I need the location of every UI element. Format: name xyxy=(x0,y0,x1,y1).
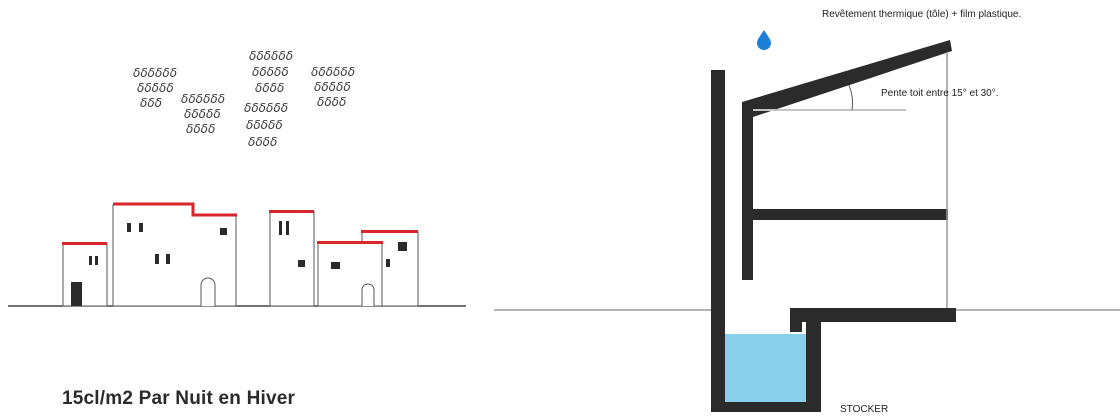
window xyxy=(298,260,305,267)
tank-floor xyxy=(711,402,821,412)
window xyxy=(139,223,143,232)
roof-trim xyxy=(113,202,237,217)
rain-drops: δδδδ xyxy=(255,81,284,95)
window xyxy=(155,254,159,264)
window xyxy=(89,256,92,265)
rain-drops: δδδδδ xyxy=(252,65,289,79)
village xyxy=(62,202,419,307)
rain-drops: δδδδδδ xyxy=(181,92,225,106)
inner-wall xyxy=(742,102,753,280)
store-annotation: STOCKER xyxy=(840,404,888,415)
window xyxy=(331,262,340,269)
arched-door xyxy=(361,283,375,306)
window xyxy=(166,254,170,264)
window xyxy=(95,256,98,265)
door xyxy=(71,282,82,306)
rain-drops: δδδδ xyxy=(248,135,277,149)
slope-angle-arc xyxy=(848,84,854,111)
window xyxy=(398,242,407,251)
rain-drops: δδδδδδ xyxy=(244,101,288,115)
water-tank xyxy=(725,334,806,402)
window xyxy=(386,259,390,267)
ground-slab xyxy=(790,308,956,322)
rain-drops: δδδδδδ xyxy=(249,49,293,63)
middle-floor xyxy=(742,209,948,220)
rain-drops: δδδδδ xyxy=(314,80,351,94)
rain-drops: δδδδδ xyxy=(137,81,174,95)
rain-drops: δδδδδδ xyxy=(311,65,355,79)
slab-lip xyxy=(790,308,802,332)
window xyxy=(279,221,282,235)
window xyxy=(127,223,131,232)
window xyxy=(220,228,227,235)
section-house xyxy=(711,30,956,412)
arched-door xyxy=(200,277,216,306)
rain-drops: δδδδ xyxy=(317,95,346,109)
water-drop-icon xyxy=(757,30,771,50)
house-2 xyxy=(112,202,237,307)
house-1 xyxy=(62,242,108,307)
house-4 xyxy=(317,241,383,307)
outer-wall xyxy=(711,70,725,412)
sloped-roof xyxy=(742,40,952,117)
rain-drops: δδδδ xyxy=(186,122,215,136)
coating-annotation: Revêtement thermique (tôle) + film plast… xyxy=(822,9,1021,20)
rain-drops: δδδ xyxy=(140,96,162,110)
rain-drops: δδδδδ xyxy=(184,107,221,121)
slope-annotation: Pente toit entre 15° et 30°. xyxy=(881,88,999,99)
rain-drops: δδδδδδ xyxy=(133,66,177,80)
rainfall-caption: 15cl/m2 Par Nuit en Hiver xyxy=(62,388,296,409)
house-3 xyxy=(269,210,315,307)
window xyxy=(286,221,289,235)
tank-wall xyxy=(806,322,821,412)
rain-drops: δδδδδ xyxy=(246,118,283,132)
